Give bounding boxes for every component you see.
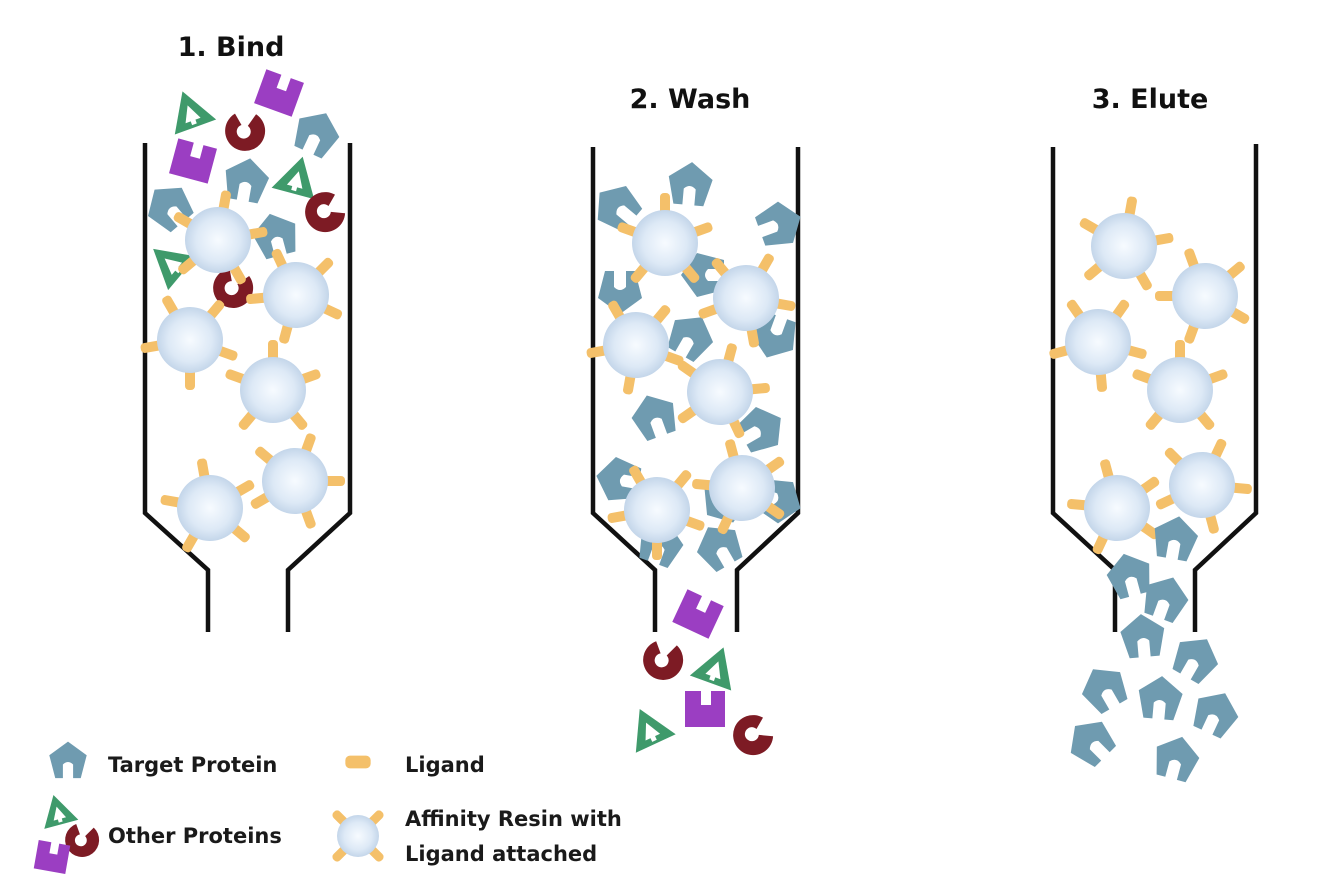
resin-bead-icon: [224, 340, 322, 432]
legend-resin-label-line2: Ligand attached: [405, 842, 597, 866]
green-protein-icon: [619, 699, 676, 753]
purple-protein-icon: [169, 138, 217, 184]
legend-ligand-label: Ligand: [405, 753, 485, 777]
resin-bead-icon: [1142, 232, 1265, 352]
purple-protein-icon: [33, 840, 71, 874]
red-protein-icon: [637, 634, 689, 686]
column-bind: [142, 143, 353, 632]
target-protein-icon: [666, 160, 715, 207]
legend-resin-label-line1: Affinity Resin with: [405, 807, 622, 831]
red-protein-icon: [725, 707, 781, 763]
column-wash: [590, 147, 801, 632]
legend-other-proteins: Other Proteins: [33, 790, 282, 874]
step-elute: 3. Elute: [1034, 84, 1268, 785]
legend-target-protein: Target Protein: [49, 741, 277, 779]
target-protein-icon: [288, 103, 347, 162]
column-elute-contents: [1034, 188, 1268, 561]
target-protein-icon: [1118, 612, 1167, 659]
column-wash-contents: [568, 160, 814, 576]
resin-bead-icon: [1140, 419, 1268, 544]
legend-ligand: Ligand: [345, 753, 485, 777]
step-title-bind: 1. Bind: [178, 32, 285, 63]
target-protein-icon: [1187, 683, 1246, 742]
target-protein-icon: [1150, 512, 1201, 563]
legend-other-proteins-label: Other Proteins: [108, 824, 282, 848]
column-elute: [1050, 144, 1259, 632]
green-protein-icon: [36, 790, 79, 829]
column-bind-contents: [126, 69, 358, 558]
legend-affinity-resin: Affinity Resin with Ligand attached: [330, 807, 622, 866]
legend-target-protein-label: Target Protein: [108, 753, 277, 777]
red-protein-icon: [217, 103, 273, 159]
resin-bead-icon: [1068, 188, 1181, 296]
target-protein-icon: [1166, 628, 1227, 688]
step-title-elute: 3. Elute: [1092, 84, 1209, 115]
target-protein-icon: [626, 387, 683, 444]
purple-protein-icon: [672, 589, 724, 639]
resin-bead-icon: [330, 808, 386, 864]
purple-protein-icon: [685, 691, 725, 727]
step-title-wash: 2. Wash: [630, 84, 751, 115]
resin-bead-icon: [153, 450, 266, 558]
green-protein-icon: [161, 83, 217, 135]
green-protein-icon: [271, 151, 324, 200]
target-protein-icon: [1136, 674, 1185, 721]
ligand-pill-icon: [345, 755, 371, 769]
elute-released-targets: [1059, 512, 1246, 785]
legend: Target Protein Other Proteins Ligand Aff…: [33, 741, 622, 874]
step-bind: 1. Bind: [126, 32, 358, 632]
target-protein-icon: [1149, 731, 1204, 785]
wash-eluted-contaminants: [619, 589, 781, 763]
resin-bead-icon: [235, 417, 358, 537]
target-protein-icon: [1073, 658, 1134, 718]
purple-protein-icon: [254, 69, 304, 117]
target-protein-icon: [49, 741, 87, 779]
step-wash: 2. Wash: [568, 84, 814, 763]
target-protein-icon: [1059, 710, 1121, 772]
green-protein-icon: [689, 639, 745, 691]
